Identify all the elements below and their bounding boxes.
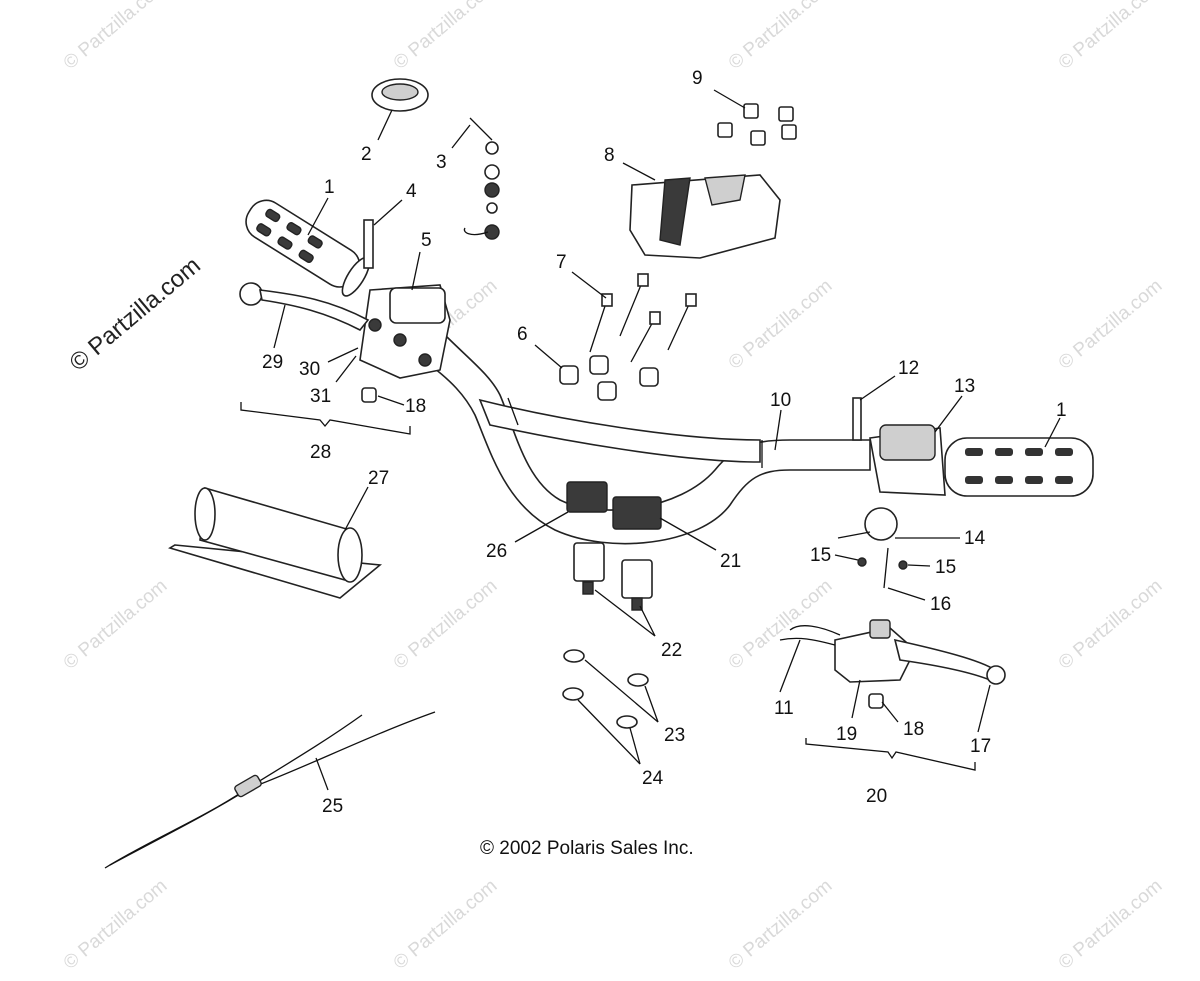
switch-assembly (837, 507, 930, 589)
callout-15-right: 15 (935, 557, 956, 578)
watermark: © Partzilla.com (725, 0, 837, 74)
handlebar (428, 333, 871, 545)
watermark: © Partzilla.com (390, 0, 502, 74)
watermark: © Partzilla.com (1055, 0, 1167, 74)
bracket-20 (805, 738, 976, 771)
callout-14: 14 (964, 528, 986, 549)
callout-20: 20 (866, 786, 887, 807)
handlebar-pad (168, 486, 382, 599)
watermark: © Partzilla.com (60, 0, 172, 74)
watermark: © Partzilla.com (60, 575, 172, 673)
watermark: © Partzilla.com (1055, 875, 1167, 973)
copyright-notice: © 2002 Polaris Sales Inc. (480, 838, 694, 859)
clamps (566, 481, 662, 611)
left-control-housing (359, 284, 451, 379)
callout-12: 12 (898, 358, 919, 379)
callout-5: 5 (421, 230, 432, 251)
screw-12 (852, 397, 862, 441)
watermark: © Partzilla.com (390, 575, 502, 673)
washers (562, 649, 649, 729)
bolts-7 (589, 273, 697, 363)
callout-28: 28 (310, 442, 331, 463)
bracket-28 (240, 402, 411, 435)
watermark: © Partzilla.com (725, 575, 837, 673)
callout-18-left: 18 (405, 396, 426, 417)
watermark: © Partzilla.com (1055, 575, 1167, 673)
callout-29: 29 (262, 352, 283, 373)
cap (371, 78, 429, 112)
callout-25: 25 (322, 796, 343, 817)
right-brake-lever (779, 619, 1006, 685)
callout-22: 22 (661, 640, 682, 661)
left-grip (245, 199, 371, 297)
callout-16: 16 (930, 594, 951, 615)
callout-11: 11 (774, 698, 794, 719)
leader-lines (273, 89, 1061, 791)
watermark: © Partzilla.com (1055, 275, 1167, 373)
callout-4: 4 (406, 181, 417, 202)
callout-1-left: 1 (324, 177, 335, 198)
callout-31: 31 (310, 386, 331, 407)
callout-labels: 1 2 3 4 5 6 7 8 9 10 11 12 13 1 14 15 15… (262, 68, 1067, 817)
nut-18-left (361, 387, 377, 403)
callout-17: 17 (970, 736, 991, 757)
callout-24: 24 (642, 768, 664, 789)
right-grip (944, 437, 1094, 497)
watermark: © Partzilla.com (725, 875, 837, 973)
callout-27: 27 (368, 468, 389, 489)
callout-19: 19 (836, 724, 857, 745)
callout-23: 23 (664, 725, 685, 746)
left-lever (239, 282, 370, 332)
callout-9: 9 (692, 68, 703, 89)
throttle-housing (869, 424, 946, 496)
nut-18-right (868, 693, 884, 709)
watermark: © Partzilla.com (725, 275, 837, 373)
callout-30: 30 (299, 359, 320, 380)
spacers-6 (559, 355, 659, 401)
watermark: © Partzilla.com (60, 875, 172, 973)
screw-4 (363, 219, 374, 269)
callout-7: 7 (556, 252, 567, 273)
console-cover (629, 174, 781, 259)
callout-10: 10 (770, 390, 791, 411)
callout-15-left: 15 (810, 545, 831, 566)
watermark: © Partzilla.com (390, 875, 502, 973)
callout-6: 6 (517, 324, 528, 345)
callout-18-right: 18 (903, 719, 924, 740)
side-watermark: © Partzilla.com (65, 252, 206, 377)
nuts-9 (717, 103, 797, 146)
callout-21: 21 (720, 551, 741, 572)
callout-13: 13 (954, 376, 975, 397)
callout-3: 3 (436, 152, 447, 173)
callout-2: 2 (361, 144, 372, 165)
cable (104, 711, 436, 869)
callout-26: 26 (486, 541, 507, 562)
key-switch (463, 117, 500, 240)
callout-8: 8 (604, 145, 615, 166)
callout-1-right: 1 (1056, 400, 1067, 421)
